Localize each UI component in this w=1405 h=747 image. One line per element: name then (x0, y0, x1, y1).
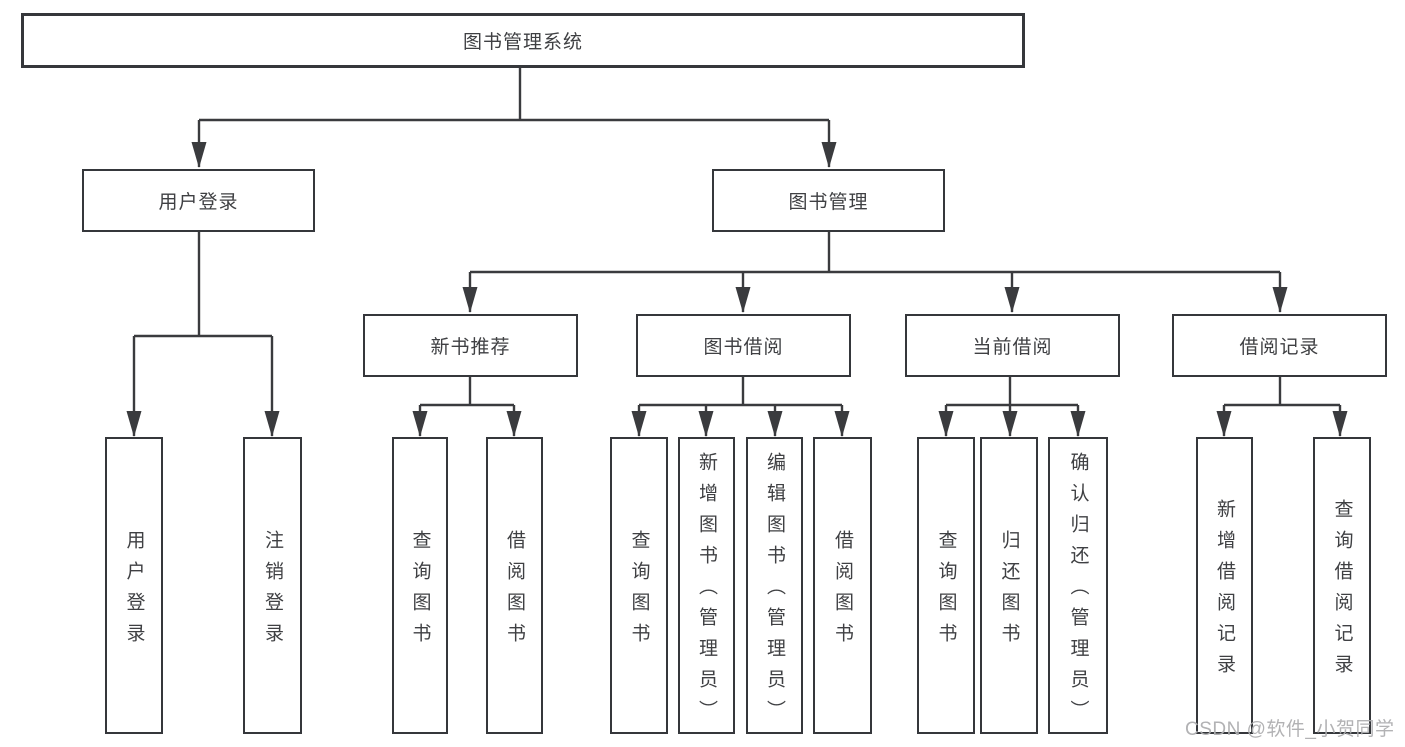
leaf-logout: 注销登录 (243, 437, 302, 734)
leaf-add-book-admin: 新增图书（管理员） (678, 437, 735, 734)
leaf-edit-book-admin: 编辑图书（管理员） (746, 437, 803, 734)
leaf-query-borrow-record: 查询借阅记录 (1313, 437, 1371, 734)
leaf-add-borrow-record-label: 新增借阅记录 (1214, 498, 1235, 685)
leaf-add-borrow-record: 新增借阅记录 (1196, 437, 1253, 734)
leaf-recommend-query-book: 查询图书 (392, 437, 448, 734)
leaf-confirm-return-admin: 确认归还（管理员） (1048, 437, 1108, 734)
leaf-return-book-label: 归还图书 (998, 529, 1020, 654)
leaf-recommend-borrow-book-label: 借阅图书 (504, 529, 525, 654)
leaf-return-book: 归还图书 (980, 437, 1038, 734)
node-book-management-label: 图书管理 (788, 192, 869, 213)
leaf-add-book-admin-label: 新增图书（管理员） (696, 452, 717, 731)
csdn-watermark: CSDN @软件_小贺同学 (1185, 719, 1395, 740)
leaf-user-login-label: 用户登录 (123, 529, 145, 654)
leaf-edit-book-admin-label: 编辑图书（管理员） (764, 452, 785, 731)
leaf-borrow-borrow-book-label: 借阅图书 (832, 529, 853, 654)
node-current-borrow-label: 当前借阅 (972, 337, 1053, 358)
leaf-user-login: 用户登录 (105, 437, 163, 734)
leaf-query-borrow-record-label: 查询借阅记录 (1331, 498, 1353, 685)
node-book-borrow: 图书借阅 (636, 314, 851, 377)
node-current-borrow: 当前借阅 (905, 314, 1120, 377)
leaf-borrow-borrow-book: 借阅图书 (813, 437, 872, 734)
node-new-book-recommend: 新书推荐 (363, 314, 578, 377)
node-book-borrow-label: 图书借阅 (703, 337, 784, 358)
leaf-recommend-borrow-book: 借阅图书 (486, 437, 543, 734)
node-borrow-record-label: 借阅记录 (1239, 337, 1320, 358)
leaf-confirm-return-admin-label: 确认归还（管理员） (1067, 452, 1089, 731)
node-borrow-record: 借阅记录 (1172, 314, 1387, 377)
node-root-system-label: 图书管理系统 (462, 32, 583, 53)
node-new-book-recommend-label: 新书推荐 (430, 337, 511, 358)
node-root-system: 图书管理系统 (21, 13, 1025, 68)
leaf-borrow-query-book: 查询图书 (610, 437, 668, 734)
node-user-login: 用户登录 (82, 169, 315, 232)
leaf-logout-label: 注销登录 (262, 529, 283, 654)
leaf-borrow-query-book-label: 查询图书 (628, 529, 650, 654)
leaf-current-query-book-label: 查询图书 (935, 529, 957, 654)
node-user-login-label: 用户登录 (158, 192, 239, 213)
leaf-recommend-query-book-label: 查询图书 (409, 529, 431, 654)
node-book-management: 图书管理 (712, 169, 945, 232)
leaf-current-query-book: 查询图书 (917, 437, 975, 734)
